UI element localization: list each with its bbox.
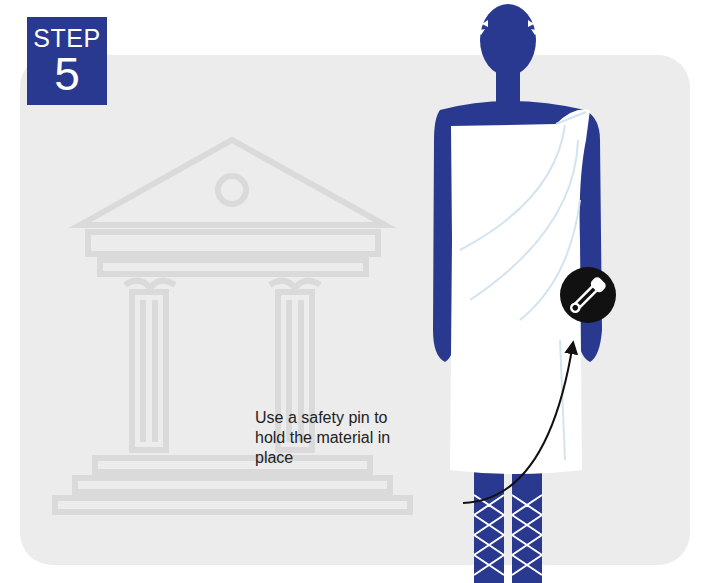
temple-watermark xyxy=(55,140,410,512)
instruction-text: Use a safety pin to hold the material in… xyxy=(255,408,395,468)
leader-arrow xyxy=(463,343,573,503)
safety-pin-symbol xyxy=(560,267,616,323)
step-number: 5 xyxy=(54,51,80,97)
step-word: STEP xyxy=(33,26,100,51)
background-panel xyxy=(20,55,690,565)
step-badge: STEP5 xyxy=(27,17,107,105)
